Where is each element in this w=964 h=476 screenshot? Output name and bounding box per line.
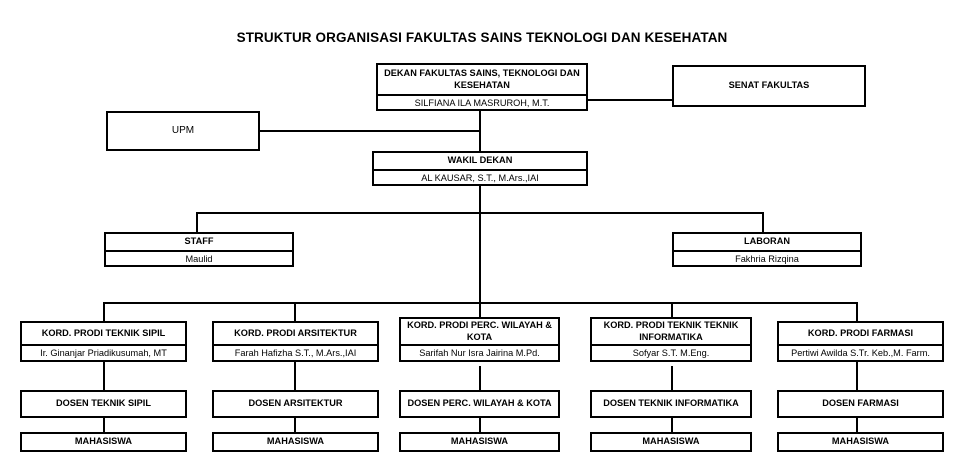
node-staff-title: STAFF bbox=[184, 236, 214, 247]
connector-drop-program-4 bbox=[671, 302, 673, 319]
node-dosen-3-label: DOSEN PERC. WILAYAH & KOTA bbox=[407, 398, 552, 409]
connector-wakil-dekan-down bbox=[479, 186, 481, 304]
connector-drop-staff bbox=[196, 212, 198, 233]
node-dosen-4-label: DOSEN TEKNIK INFORMATIKA bbox=[603, 398, 739, 409]
node-laboran-title: LABORAN bbox=[744, 236, 790, 247]
node-dekan-title: DEKAN FAKULTAS SAINS, TEKNOLOGI DAN KESE… bbox=[384, 68, 580, 90]
node-staff[interactable]: STAFF Maulid bbox=[104, 232, 294, 267]
node-mahasiswa-2[interactable]: MAHASISWA bbox=[212, 432, 379, 452]
connector-dosen-to-mahasiswa-1 bbox=[103, 418, 105, 432]
connector-dosen-to-mahasiswa-4 bbox=[671, 418, 673, 432]
node-kord-prodi-4-title: KORD. PRODI TEKNIK TEKNIK INFORMATIKA bbox=[603, 320, 739, 342]
node-kord-prodi-2-title: KORD. PRODI ARSITEKTUR bbox=[234, 327, 357, 338]
node-wakil-dekan-title: WAKIL DEKAN bbox=[447, 155, 513, 166]
node-kord-prodi-2-person: Farah Hafizha S.T., M.Ars.,IAI bbox=[214, 344, 377, 360]
node-upm[interactable]: UPM bbox=[106, 111, 260, 151]
node-dosen-4[interactable]: DOSEN TEKNIK INFORMATIKA bbox=[590, 390, 752, 418]
node-staff-person: Maulid bbox=[106, 250, 292, 267]
node-kord-prodi-4-person: Sofyar S.T. M.Eng. bbox=[592, 344, 750, 360]
node-laboran-person: Fakhria Rizqina bbox=[674, 250, 860, 267]
node-mahasiswa-4-label: MAHASISWA bbox=[642, 436, 700, 447]
connector-kord-to-dosen-2 bbox=[294, 362, 296, 390]
connector-kord-to-dosen-3 bbox=[479, 366, 481, 390]
connector-kord-to-dosen-4 bbox=[671, 366, 673, 390]
node-kord-prodi-5-title: KORD. PRODI FARMASI bbox=[807, 327, 914, 338]
node-dosen-1[interactable]: DOSEN TEKNIK SIPIL bbox=[20, 390, 187, 418]
node-wakil-dekan[interactable]: WAKIL DEKAN AL KAUSAR, S.T., M.Ars.,IAI bbox=[372, 151, 588, 186]
connector-drop-program-5 bbox=[856, 302, 858, 322]
node-wakil-dekan-person: AL KAUSAR, S.T., M.Ars.,IAI bbox=[374, 169, 586, 186]
connector-drop-program-3 bbox=[479, 302, 481, 319]
node-upm-title: UPM bbox=[171, 125, 195, 137]
connector-dekan-to-senat bbox=[586, 99, 674, 101]
node-kord-prodi-1-title: KORD. PRODI TEKNIK SIPIL bbox=[41, 327, 166, 338]
node-dosen-5-label: DOSEN FARMASI bbox=[822, 398, 899, 409]
node-mahasiswa-1[interactable]: MAHASISWA bbox=[20, 432, 187, 452]
connector-bus-staff-laboran bbox=[196, 212, 764, 214]
connector-kord-to-dosen-1 bbox=[103, 362, 105, 390]
page-title: STRUKTUR ORGANISASI FAKULTAS SAINS TEKNO… bbox=[236, 30, 728, 45]
node-kord-prodi-3-person: Sarifah Nur Isra Jairina M.Pd. bbox=[401, 344, 558, 360]
node-mahasiswa-5[interactable]: MAHASISWA bbox=[777, 432, 944, 452]
node-mahasiswa-5-label: MAHASISWA bbox=[831, 436, 890, 447]
node-dosen-2-label: DOSEN ARSITEKTUR bbox=[248, 398, 343, 409]
connector-drop-program-2 bbox=[294, 302, 296, 322]
node-dekan[interactable]: DEKAN FAKULTAS SAINS, TEKNOLOGI DAN KESE… bbox=[376, 63, 588, 111]
node-dosen-5[interactable]: DOSEN FARMASI bbox=[777, 390, 944, 418]
connector-dosen-to-mahasiswa-2 bbox=[294, 418, 296, 432]
node-senat-fakultas-title: SENAT FAKULTAS bbox=[728, 80, 810, 91]
node-kord-prodi-2[interactable]: KORD. PRODI ARSITEKTUR Farah Hafizha S.T… bbox=[212, 321, 379, 362]
node-mahasiswa-4[interactable]: MAHASISWA bbox=[590, 432, 752, 452]
node-mahasiswa-1-label: MAHASISWA bbox=[74, 436, 133, 447]
node-dekan-person: SILFIANA ILA MASRUROH, M.T. bbox=[378, 94, 586, 111]
node-kord-prodi-5-person: Pertiwi Awilda S.Tr. Keb.,M. Farm. bbox=[779, 344, 942, 360]
node-mahasiswa-2-label: MAHASISWA bbox=[266, 436, 325, 447]
node-kord-prodi-4[interactable]: KORD. PRODI TEKNIK TEKNIK INFORMATIKA So… bbox=[590, 317, 752, 362]
connector-dosen-to-mahasiswa-3 bbox=[479, 418, 481, 432]
connector-drop-program-1 bbox=[103, 302, 105, 322]
node-dosen-1-label: DOSEN TEKNIK SIPIL bbox=[56, 398, 151, 409]
connector-drop-laboran bbox=[762, 212, 764, 233]
node-kord-prodi-3-title: KORD. PRODI PERC. WILAYAH & KOTA bbox=[407, 320, 552, 342]
node-mahasiswa-3[interactable]: MAHASISWA bbox=[399, 432, 560, 452]
connector-dosen-to-mahasiswa-5 bbox=[856, 418, 858, 432]
node-kord-prodi-1-person: Ir. Ginanjar Priadikusumah, MT bbox=[22, 344, 185, 360]
connector-kord-to-dosen-5 bbox=[856, 362, 858, 390]
node-kord-prodi-3[interactable]: KORD. PRODI PERC. WILAYAH & KOTA Sarifah… bbox=[399, 317, 560, 362]
node-dosen-3[interactable]: DOSEN PERC. WILAYAH & KOTA bbox=[399, 390, 560, 418]
connector-dekan-to-wakil-dekan bbox=[479, 110, 481, 158]
node-laboran[interactable]: LABORAN Fakhria Rizqina bbox=[672, 232, 862, 267]
node-senat-fakultas[interactable]: SENAT FAKULTAS bbox=[672, 65, 866, 107]
node-kord-prodi-1[interactable]: KORD. PRODI TEKNIK SIPIL Ir. Ginanjar Pr… bbox=[20, 321, 187, 362]
node-kord-prodi-5[interactable]: KORD. PRODI FARMASI Pertiwi Awilda S.Tr.… bbox=[777, 321, 944, 362]
node-mahasiswa-3-label: MAHASISWA bbox=[450, 436, 509, 447]
connector-upm-to-spine bbox=[258, 130, 481, 132]
node-dosen-2[interactable]: DOSEN ARSITEKTUR bbox=[212, 390, 379, 418]
